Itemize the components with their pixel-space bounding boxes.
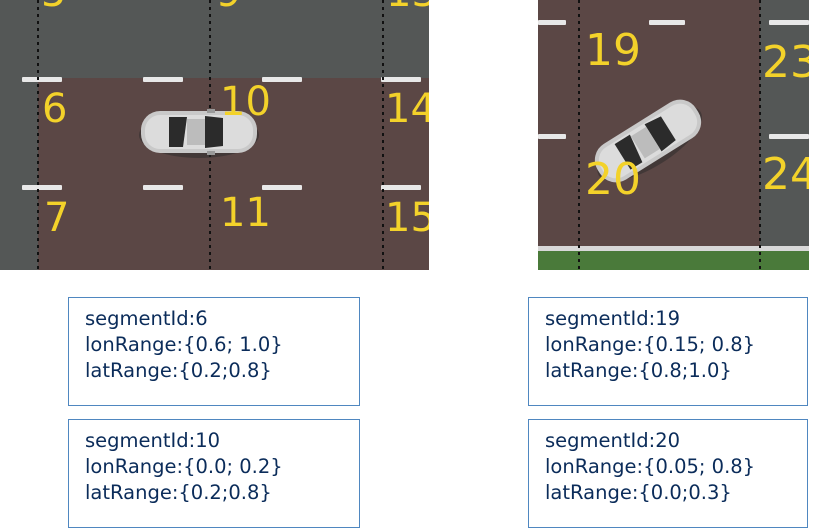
segment-id-text: segmentId:6 [85,307,208,330]
highlighted-segments-area [38,78,429,270]
segment-label: 9 [216,0,241,13]
lane-markings [22,77,421,190]
lat-range-text: latRange:{0.2;0.8} [85,481,272,504]
segment-label: 13 [386,0,429,13]
segment-label: 24 [762,149,809,200]
right-road-graphics [538,0,809,270]
segment-label: 23 [762,37,809,88]
segment-label-10: 10 [220,79,271,125]
segment-label: 11 [220,190,271,236]
car-icon [594,99,702,183]
car-icon [139,109,259,158]
lon-range-text: lonRange:{0.0; 0.2} [85,455,283,478]
segment-id-text: segmentId:19 [545,307,681,330]
lat-range-text: latRange:{0.0;0.3} [545,481,732,504]
segment-id-text: segmentId:20 [545,429,681,452]
segment-label: 14 [385,86,429,132]
segment-label: 15 [385,195,429,241]
segment-label: 7 [44,195,70,241]
segment-label-19: 19 [585,25,641,76]
lat-range-text: latRange:{0.2;0.8} [85,359,272,382]
lon-range-text: lonRange:{0.15; 0.8} [545,333,756,356]
lon-range-text: lonRange:{0.05; 0.8} [545,455,756,478]
segment-label-6: 6 [42,86,68,132]
segment-info-box-20: segmentId:20 lonRange:{0.05; 0.8} latRan… [528,419,808,528]
left-road-scene: 5 9 13 6 10 14 7 11 15 [0,0,429,270]
segment-label-20: 20 [585,154,641,205]
left-road-graphics [22,0,429,270]
grass-strip [538,250,809,270]
right-road-scene: 19 23 20 24 [538,0,809,270]
segment-label: 5 [41,0,66,13]
lat-range-text: latRange:{0.8;1.0} [545,359,732,382]
segment-id-text: segmentId:10 [85,429,221,452]
segment-info-box-19: segmentId:19 lonRange:{0.15; 0.8} latRan… [528,297,808,406]
lane-markings [538,20,809,139]
segment-boundaries [578,0,761,270]
segment-info-box-10: segmentId:10 lonRange:{0.0; 0.2} latRang… [68,419,360,528]
lon-range-text: lonRange:{0.6; 1.0} [85,333,283,356]
segment-info-box-6: segmentId:6 lonRange:{0.6; 1.0} latRange… [68,297,360,406]
